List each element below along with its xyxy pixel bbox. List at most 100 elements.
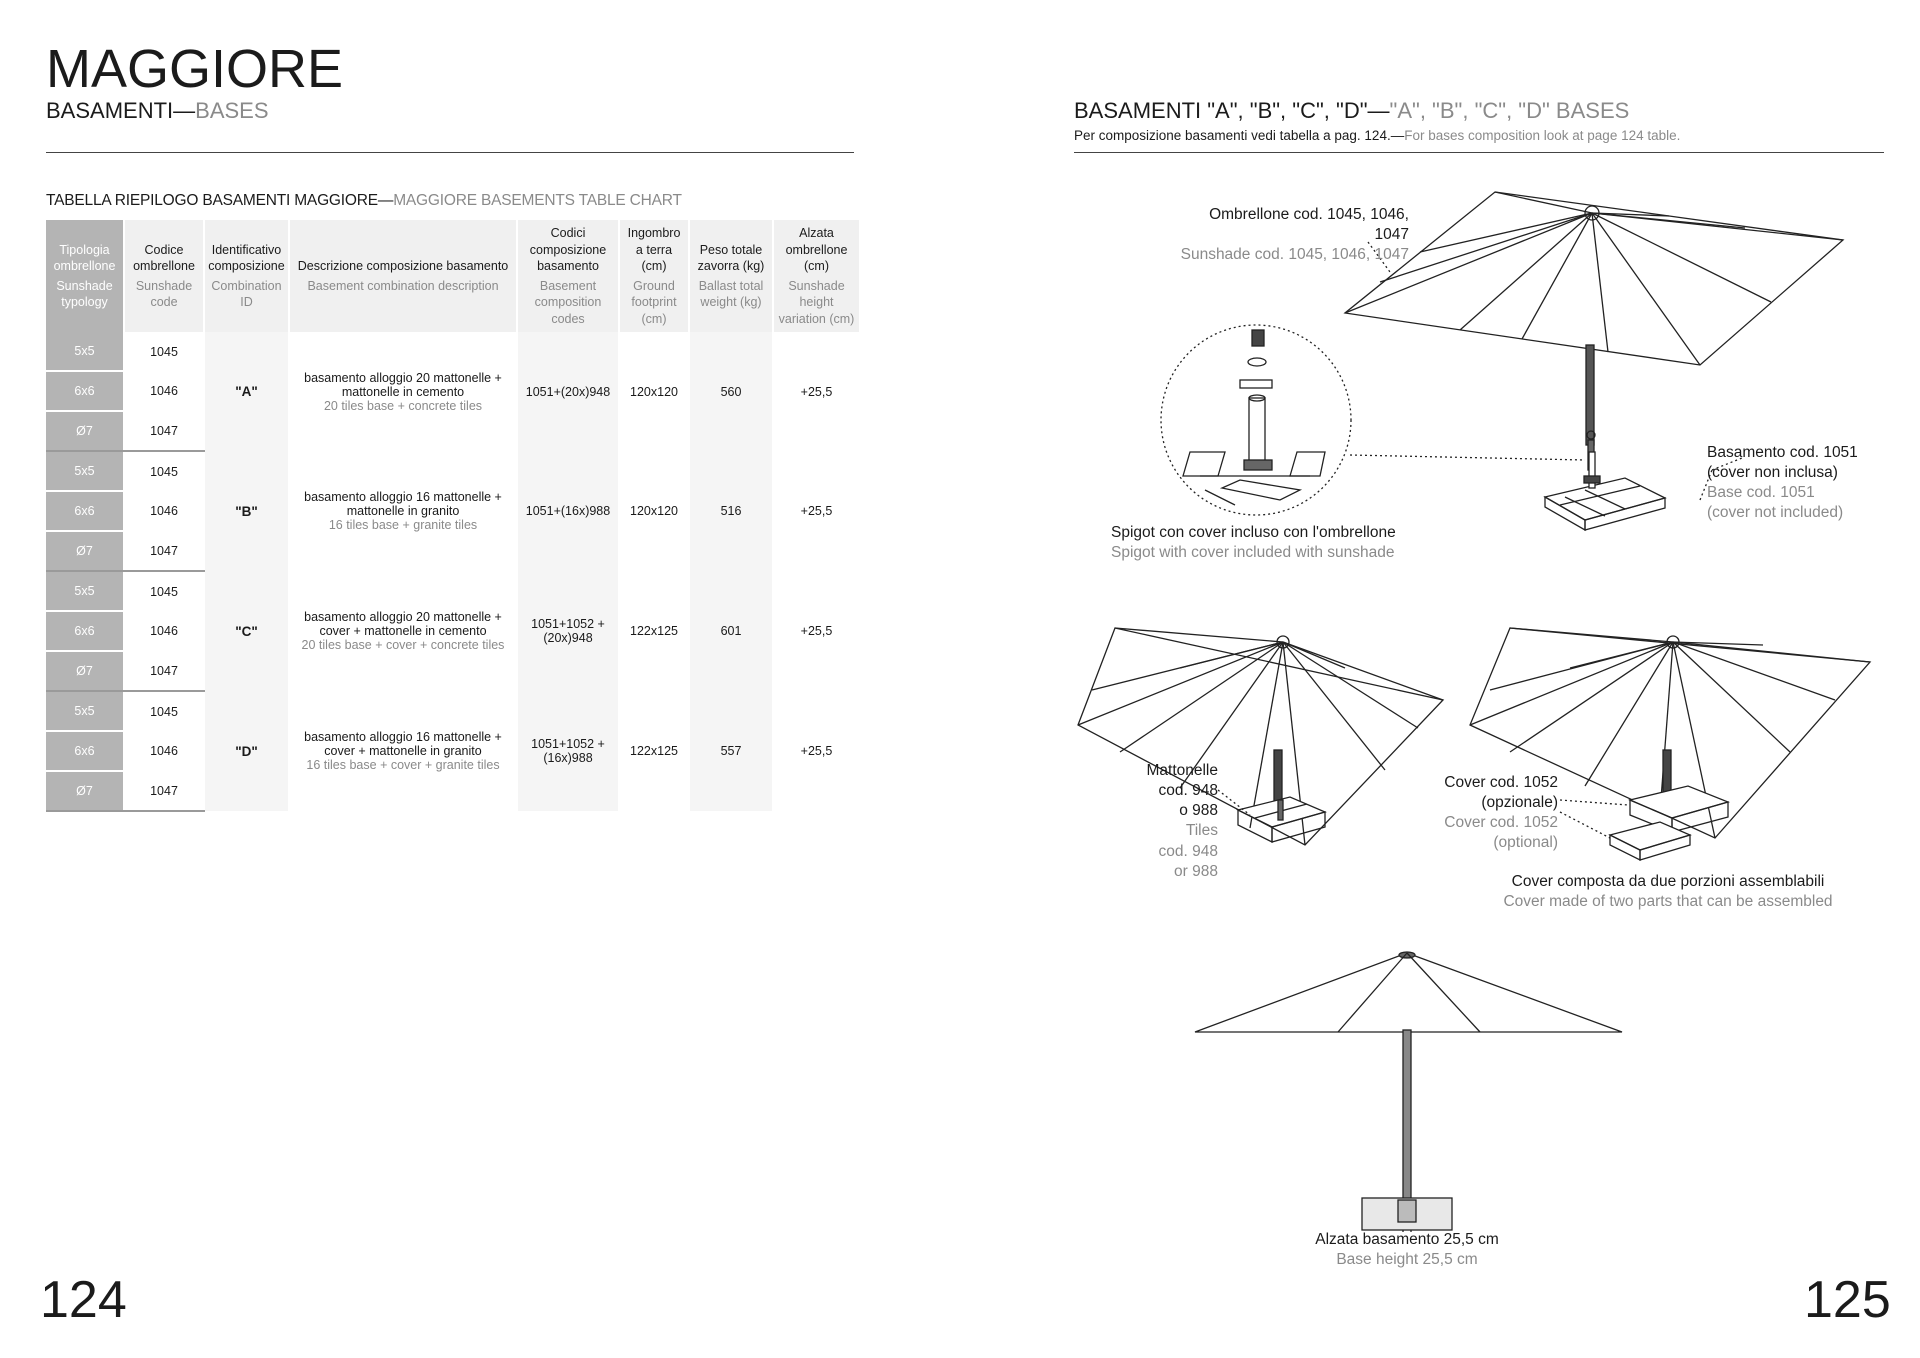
page-subtitle: BASAMENTI—BASES (46, 98, 269, 124)
right-page-title: BASAMENTI "A", "B", "C", "D"—"A", "B", "… (1074, 98, 1629, 124)
table-row: 5x5 1045 "D" basamento alloggio 16 matto… (46, 691, 861, 811)
typology-cell: 6x6 (46, 611, 125, 652)
footprint-cell: 120x120 (619, 451, 690, 571)
table-row: 5x5 1045 "C" basamento alloggio 20 matto… (46, 571, 861, 691)
sunshade-label: Ombrellone cod. 1045, 1046, 1047 Sunshad… (1180, 206, 1409, 264)
square-umbrella-drawing (1343, 191, 1845, 532)
right-subtitle-english: For bases composition look at page 124 t… (1404, 128, 1681, 143)
typology-cell: Ø7 (46, 531, 125, 572)
combination-id-cell: "A" (204, 332, 290, 451)
table-caption: TABELLA RIEPILOGO BASAMENTI MAGGIORE—MAG… (46, 192, 682, 210)
weight-cell: 560 (689, 332, 774, 451)
base-label: Basamento cod. 1051 (cover non inclusa) … (1707, 444, 1858, 522)
typology-cell: 5x5 (46, 332, 125, 372)
right-header-divider (1074, 152, 1884, 153)
code-cell: 1046 (124, 731, 205, 771)
umbrella-with-tiles-drawing (1077, 627, 1445, 846)
table-row: 6x6 1046 (46, 611, 860, 652)
code-cell: 1047 (124, 411, 205, 452)
subtitle-english: BASES (195, 98, 269, 123)
footprint-cell: 122x125 (619, 571, 690, 691)
composition-codes-cell: 1051+1052 +(20x)948 (517, 571, 620, 691)
code-cell: 1046 (124, 371, 205, 411)
weight-cell: 557 (689, 691, 774, 811)
height-cell: +25,5 (773, 332, 861, 451)
table-row: Ø7 1047 (46, 411, 860, 452)
cover-parts-label: Cover composta da due porzioni assemblab… (1503, 873, 1833, 911)
typology-cell: 5x5 (46, 451, 125, 492)
table-row: Ø7 1047 (46, 771, 860, 812)
height-cell: +25,5 (773, 691, 861, 811)
typology-cell: Ø7 (46, 771, 125, 812)
description-cell: basamento alloggio 20 mattonelle + cover… (289, 571, 518, 691)
right-page-subtitle: Per composizione basamenti vedi tabella … (1074, 128, 1680, 143)
table-row: 5x5 1045 "A" basamento alloggio 20 matto… (46, 332, 861, 451)
composition-codes-cell: 1051+(20x)948 (517, 332, 620, 451)
footprint-cell: 122x125 (619, 691, 690, 811)
composition-codes-cell: 1051+(16x)988 (517, 451, 620, 571)
subtitle-italian: BASAMENTI— (46, 98, 196, 123)
base-leader-line (1711, 457, 1743, 471)
weight-cell: 516 (689, 451, 774, 571)
typology-cell: 6x6 (46, 731, 125, 772)
composition-codes-cell: 1051+1052 +(16x)988 (517, 691, 620, 811)
description-cell: basamento alloggio 16 mattonelle + matto… (289, 451, 518, 571)
spigot-label: Spigot con cover incluso con l'ombrellon… (1111, 524, 1396, 562)
combination-id-cell: "D" (204, 691, 290, 811)
height-cell: +25,5 (773, 571, 861, 691)
page-number-left: 124 (40, 1271, 127, 1329)
table-caption-english: MAGGIORE BASEMENTS TABLE CHART (393, 192, 682, 209)
header-height: Alzata ombrellone (cm)Sunshade height va… (773, 220, 861, 332)
code-cell: 1047 (124, 771, 205, 812)
code-cell: 1045 (124, 691, 205, 731)
sunshade-leader-line (1367, 241, 1391, 273)
spigot-detail-drawing (1160, 324, 1586, 516)
tiles-label: Mattonelle cod. 948 o 988 Tiles cod. 948… (1146, 762, 1218, 880)
base-height-label: Alzata basamento 25,5 cm Base height 25,… (1315, 1231, 1499, 1269)
typology-cell: 5x5 (46, 571, 125, 612)
header-divider (46, 152, 854, 153)
umbrella-with-cover-drawing (1469, 627, 1872, 862)
combination-id-cell: "C" (204, 571, 290, 691)
typology-cell: 6x6 (46, 491, 125, 532)
code-cell: 1045 (124, 571, 205, 611)
table-row: 6x6 1046 (46, 491, 860, 532)
cover-label: Cover cod. 1052 (opzionale) Cover cod. 1… (1444, 774, 1558, 852)
typology-cell: Ø7 (46, 651, 125, 692)
header-footprint: Ingombro a terra (cm)Ground footprint (c… (619, 220, 690, 332)
table-row: 6x6 1046 (46, 731, 860, 772)
code-cell: 1047 (124, 651, 205, 692)
page-number-right: 125 (1804, 1271, 1891, 1329)
code-cell: 1047 (124, 531, 205, 572)
code-cell: 1046 (124, 491, 205, 531)
table-row: 5x5 1045 "B" basamento alloggio 16 matto… (46, 451, 861, 571)
description-cell: basamento alloggio 16 mattonelle + cover… (289, 691, 518, 811)
table-row: Ø7 1047 (46, 531, 860, 572)
footprint-cell: 120x120 (619, 332, 690, 451)
code-cell: 1045 (124, 332, 205, 371)
right-title-italian: BASAMENTI "A", "B", "C", "D"— (1074, 98, 1390, 123)
table-row: 6x6 1046 (46, 371, 860, 412)
header-weight: Peso totale zavorra (kg)Ballast total we… (689, 220, 774, 332)
code-cell: 1045 (124, 451, 205, 491)
height-cell: +25,5 (773, 451, 861, 571)
weight-cell: 601 (689, 571, 774, 691)
description-cell: basamento alloggio 20 mattonelle + matto… (289, 332, 518, 451)
typology-cell: 5x5 (46, 691, 125, 732)
table-caption-italian: TABELLA RIEPILOGO BASAMENTI MAGGIORE— (46, 192, 394, 209)
umbrella-side-view-drawing (1194, 951, 1623, 1232)
page-title: MAGGIORE (46, 39, 344, 99)
right-subtitle-italian: Per composizione basamenti vedi tabella … (1074, 128, 1405, 143)
combination-id-cell: "B" (204, 451, 290, 571)
table-row: Ø7 1047 (46, 651, 860, 692)
right-title-english: "A", "B", "C", "D" BASES (1389, 98, 1630, 123)
typology-cell: Ø7 (46, 411, 125, 452)
